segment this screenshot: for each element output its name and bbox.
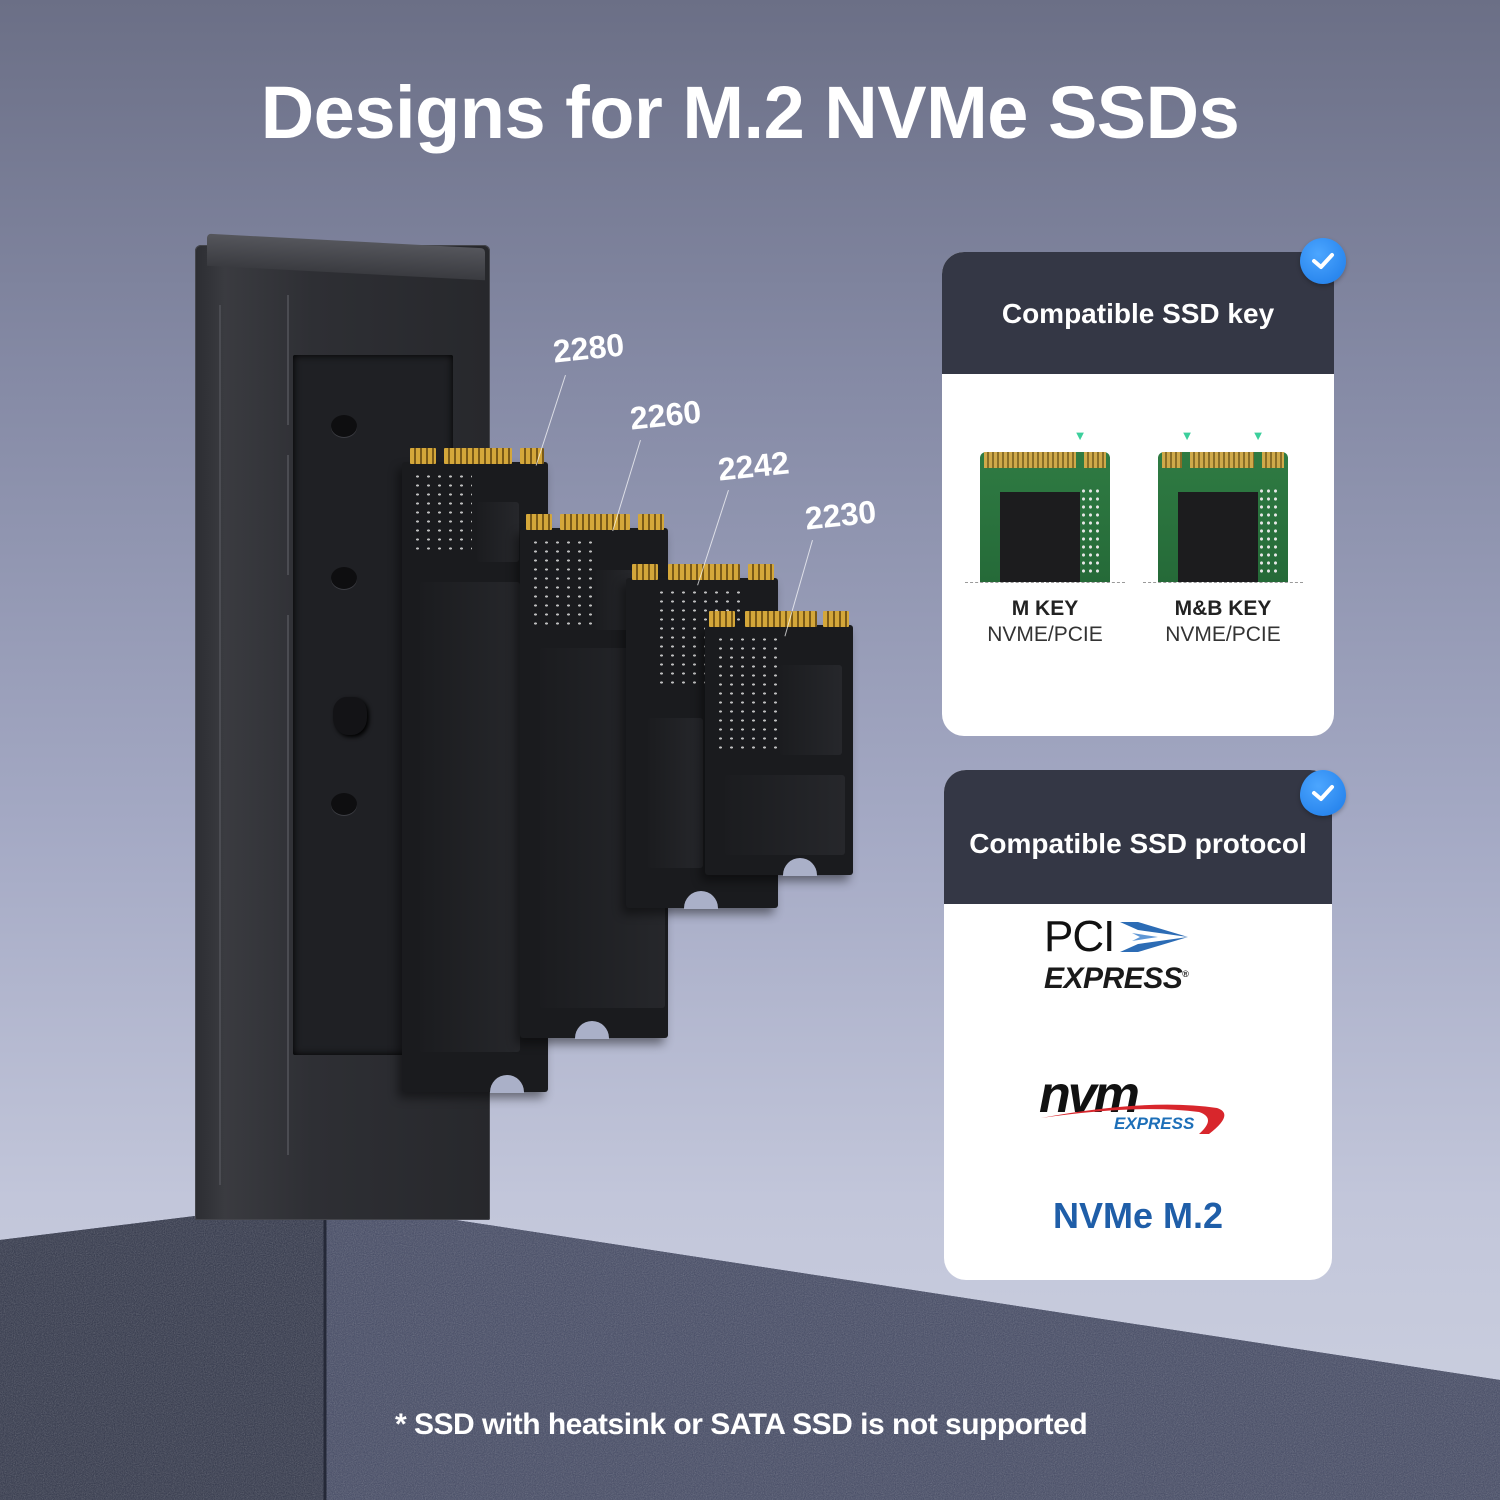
nvm-express-logo: nvm EXPRESS bbox=[1039, 1069, 1225, 1134]
key-subtitle: NVME/PCIE bbox=[1165, 623, 1281, 646]
m-key-ssd-image: ▼ bbox=[980, 429, 1110, 582]
check-badge-icon bbox=[1300, 238, 1346, 284]
compatible-key-card: Compatible SSD key ▼ M KEY NVME/PCIE ▼ ▼… bbox=[942, 252, 1334, 736]
size-label-2230: 2230 bbox=[803, 493, 878, 537]
key-notch-marker-icon: ▼ bbox=[1073, 428, 1087, 443]
compatible-protocol-card: Compatible SSD protocol PCI EXPRESS® nvm… bbox=[944, 770, 1332, 1280]
screw-hole bbox=[331, 567, 357, 589]
registered-mark: ® bbox=[1182, 969, 1189, 979]
pci-logo-text: PCI bbox=[1044, 912, 1115, 961]
footnote-disclaimer: * SSD with heatsink or SATA SSD is not s… bbox=[395, 1408, 1088, 1441]
key-notch-marker-icon: ▼ bbox=[1180, 428, 1194, 443]
nvme-m2-label: NVMe M.2 bbox=[1052, 1195, 1224, 1236]
size-label-2260: 2260 bbox=[628, 393, 703, 437]
key-notch-marker-icon: ▼ bbox=[1251, 428, 1265, 443]
pci-logo-express: EXPRESS bbox=[1044, 962, 1183, 995]
page-headline: Designs for M.2 NVMe SSDs bbox=[260, 71, 1240, 154]
nvm-logo-text: nvm bbox=[1039, 1066, 1140, 1124]
size-label-2280: 2280 bbox=[551, 326, 626, 370]
mb-key-ssd-image: ▼ ▼ bbox=[1158, 429, 1288, 582]
pci-express-logo: PCI EXPRESS® bbox=[1044, 915, 1192, 994]
size-label-2242: 2242 bbox=[716, 444, 791, 488]
enclosure-groove bbox=[219, 305, 221, 1185]
divider bbox=[1143, 582, 1303, 583]
enclosure-groove bbox=[287, 455, 289, 575]
key-title: M&B KEY bbox=[1174, 597, 1272, 620]
key-subtitle: NVME/PCIE bbox=[987, 623, 1103, 646]
screw-hole bbox=[331, 415, 357, 437]
ssd-board-2230 bbox=[705, 611, 853, 876]
divider bbox=[965, 582, 1125, 583]
pci-arrow-icon bbox=[1120, 922, 1189, 952]
check-badge-icon bbox=[1300, 770, 1346, 816]
screw-hole bbox=[331, 793, 357, 815]
key-item-m-key: ▼ M KEY NVME/PCIE bbox=[960, 429, 1130, 647]
nvm-logo-express: EXPRESS bbox=[1114, 1114, 1195, 1133]
nvm-swoosh-icon bbox=[1041, 1104, 1225, 1134]
card-header: Compatible SSD key bbox=[942, 252, 1334, 374]
card-header: Compatible SSD protocol bbox=[944, 770, 1332, 904]
key-item-mb-key: ▼ ▼ M&B KEY NVME/PCIE bbox=[1138, 429, 1308, 647]
enclosure-groove bbox=[287, 615, 289, 1155]
mounting-standoff bbox=[333, 697, 367, 735]
key-title: M KEY bbox=[1011, 597, 1079, 620]
enclosure-groove bbox=[287, 295, 289, 425]
